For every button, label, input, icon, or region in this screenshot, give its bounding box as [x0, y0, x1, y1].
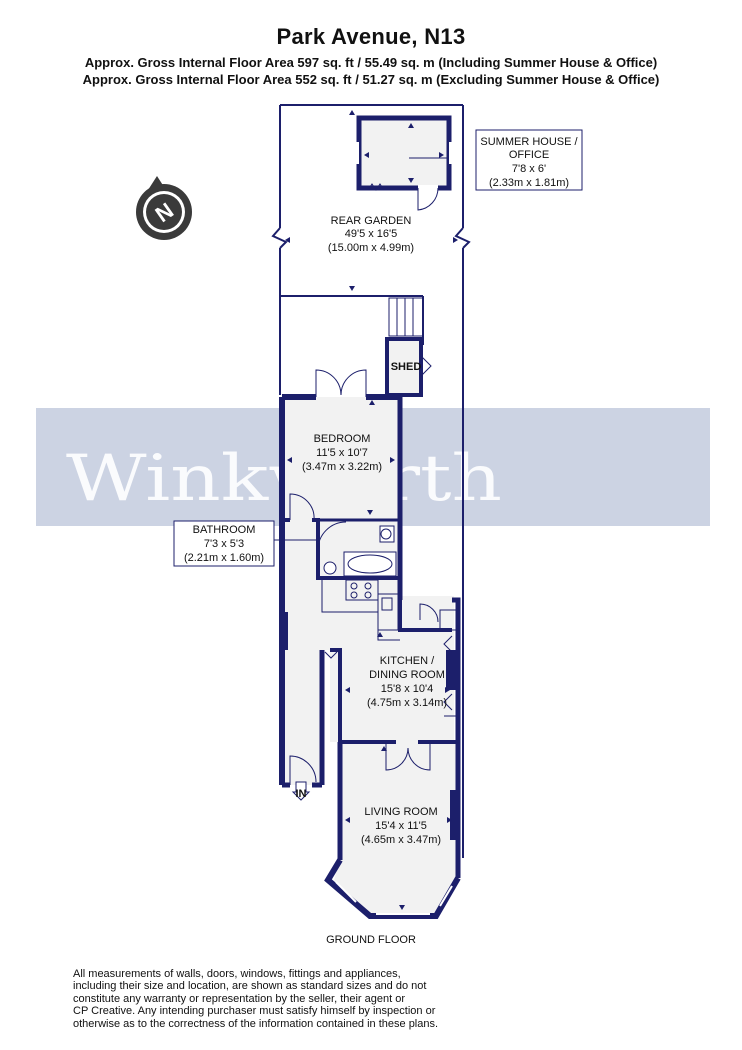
bay-window	[335, 881, 453, 915]
shed-label: SHED	[391, 361, 422, 373]
svg-text:(4.75m x 3.14m): (4.75m x 3.14m)	[367, 697, 447, 709]
svg-text:(3.47m x 3.22m): (3.47m x 3.22m)	[302, 461, 382, 473]
svg-text:(4.65m x 3.47m): (4.65m x 3.47m)	[361, 834, 441, 846]
disclaimer: All measurements of walls, doors, window…	[73, 968, 463, 1030]
summer-house-label: SUMMER HOUSE /	[480, 136, 578, 148]
svg-text:DINING ROOM: DINING ROOM	[369, 669, 445, 681]
kitchen-counter	[321, 579, 400, 641]
svg-text:BEDROOM: BEDROOM	[314, 433, 371, 445]
floor-label: GROUND FLOOR	[326, 934, 416, 946]
garden-steps	[388, 297, 424, 337]
summer-house-size: 7'8 x 6'	[512, 163, 546, 175]
kitchen-side-door	[419, 603, 461, 631]
bathroom-door	[317, 521, 347, 551]
svg-text:(2.21m x 1.60m): (2.21m x 1.60m)	[184, 552, 264, 564]
bedroom-garden-doors	[315, 369, 367, 397]
svg-text:15'4 x 11'5: 15'4 x 11'5	[375, 820, 427, 832]
floor-area-including: Approx. Gross Internal Floor Area 597 sq…	[84, 55, 658, 70]
living-room-label: LIVING ROOM 15'4 x 11'5 (4.65m x 3.47m)	[361, 806, 441, 846]
svg-text:(15.00m x 4.99m): (15.00m x 4.99m)	[328, 242, 414, 254]
compass-icon: N	[136, 176, 192, 240]
summer-house-label-box: SUMMER HOUSE / OFFICE 7'8 x 6' (2.33m x …	[475, 129, 583, 191]
rear-garden-label: REAR GARDEN 49'5 x 16'5 (15.00m x 4.99m)	[328, 215, 414, 254]
entrance-label: IN	[296, 788, 307, 800]
svg-text:11'5 x 10'7: 11'5 x 10'7	[316, 447, 368, 459]
bathroom-label-box: BATHROOM 7'3 x 5'3 (2.21m x 1.60m)	[173, 520, 318, 567]
summer-house-size-metric: (2.33m x 1.81m)	[489, 177, 569, 189]
svg-text:49'5 x 16'5: 49'5 x 16'5	[345, 228, 398, 240]
disclaimer-line: CP Creative. Any intending purchaser mus…	[73, 1005, 436, 1018]
corridor-wall-segment	[282, 612, 288, 650]
svg-text:LIVING ROOM: LIVING ROOM	[364, 806, 437, 818]
disclaimer-line: All measurements of walls, doors, window…	[73, 968, 401, 980]
disclaimer-line: constitute any warranty or representatio…	[73, 992, 406, 1005]
bathroom-fittings	[323, 525, 397, 577]
house-floor	[282, 397, 458, 914]
shed: SHED	[385, 337, 432, 397]
kitchen-wall-window	[443, 635, 458, 717]
kitchen-wall-segment	[446, 650, 456, 690]
measurement-markers	[285, 110, 458, 910]
svg-text:15'8 x 10'4: 15'8 x 10'4	[381, 683, 434, 695]
bedroom-label: BEDROOM 11'5 x 10'7 (3.47m x 3.22m)	[302, 433, 382, 473]
kitchen-living-doors	[385, 742, 431, 771]
floor-area-excluding: Approx. Gross Internal Floor Area 552 sq…	[82, 72, 660, 87]
house-walls	[279, 394, 461, 919]
summer-house	[355, 115, 453, 211]
living-wall-segment	[450, 790, 458, 840]
svg-text:BATHROOM: BATHROOM	[193, 524, 256, 536]
disclaimer-line: including their size and location, are s…	[73, 980, 427, 993]
svg-text:7'3 x 5'3: 7'3 x 5'3	[204, 538, 244, 550]
corridor-window	[324, 651, 338, 659]
svg-text:KITCHEN /: KITCHEN /	[380, 655, 435, 667]
svg-text:REAR GARDEN: REAR GARDEN	[331, 215, 412, 227]
front-door	[289, 755, 317, 801]
summer-house-label-2: OFFICE	[509, 149, 549, 161]
plan-title: Park Avenue, N13	[276, 24, 466, 49]
garden-outline	[271, 104, 471, 858]
disclaimer-line: otherwise as to the correctness of the i…	[73, 1017, 439, 1030]
bedroom-door	[289, 493, 315, 521]
kitchen-label: KITCHEN / DINING ROOM 15'8 x 10'4 (4.75m…	[367, 655, 447, 709]
